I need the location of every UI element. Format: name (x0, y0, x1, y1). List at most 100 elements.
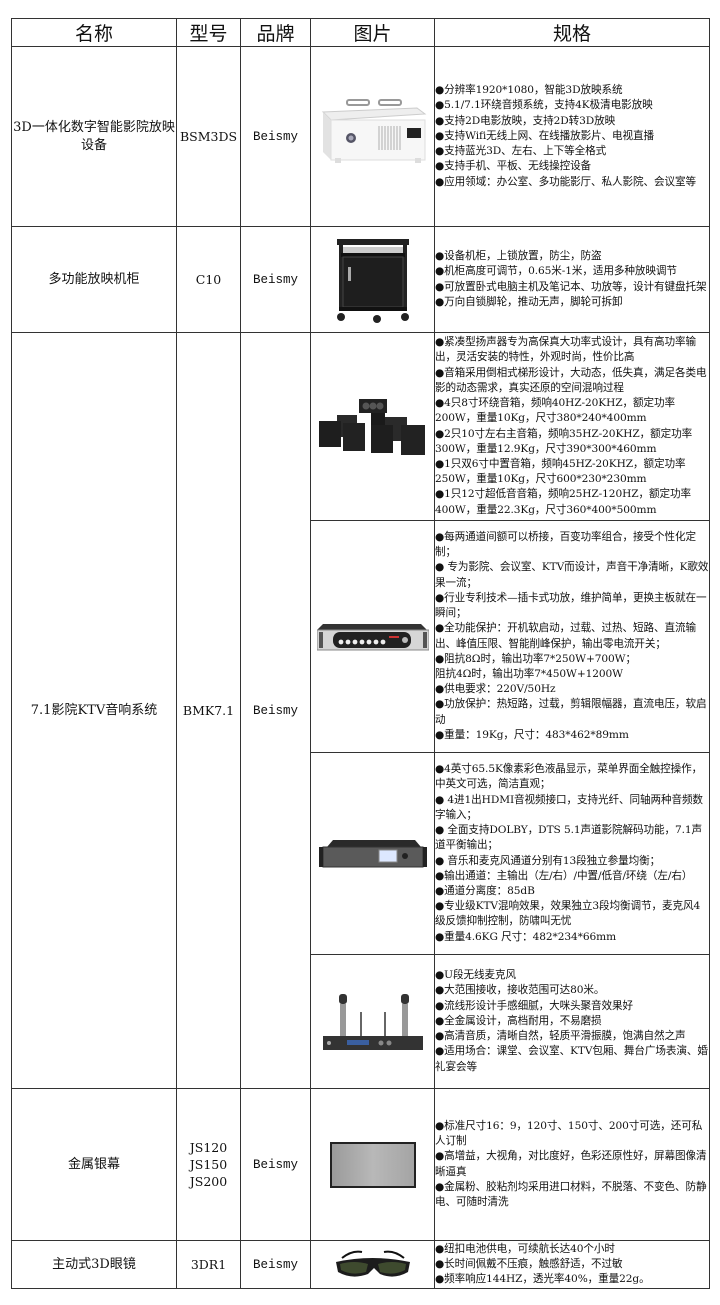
spec-line: ●支持手机、平板、无线操控设备 (435, 160, 592, 173)
product-spec-list: ●4英寸65.5K像素彩色液晶显示，菜单界面全触控操作，中英文可选，简洁直观； … (434, 752, 710, 955)
model-item: JS150 (189, 1157, 228, 1172)
product-image-cell (310, 752, 435, 955)
product-brand: Beismy (240, 1088, 311, 1241)
table-row-audio-speakers: 7.1影院KTV音响系统 BMK7.1 Beismy ●紧凑型扬声器专为高保真大… (11, 332, 710, 1089)
spec-line: ● 4进1出HDMI音视频接口，支持光纤、同轴两种音频数字输入； (435, 793, 703, 821)
spec-line: ●金属粉、胶粘剂均采用进口材料，不脱落、不变色、防静电、可随时清洗 (435, 1180, 707, 1208)
silver-screen-image (329, 1141, 416, 1188)
spec-line: ●4英寸65.5K像素彩色液晶显示，菜单界面全触控操作，中英文可选，简洁直观； (435, 763, 703, 791)
spec-line: ● 音乐和麦克风通道分别有13段独立参量均衡； (435, 854, 661, 867)
spec-line: ●行业专利技术—插卡式功放，维护简单，更换主板就在一瞬间； (435, 591, 707, 620)
spec-line: ●频率响应144HZ，透光率40%，重量22g。 (435, 1273, 650, 1286)
product-spec-list: ●设备机柜，上锁放置，防尘，防盗 ●机柜高度可调节，0.65米-1米，适用多种放… (434, 226, 710, 333)
header-name: 名称 (11, 18, 177, 47)
spec-line: ●重量：19Kg，尺寸：483*462*89mm (435, 728, 629, 741)
model-item: JS200 (189, 1174, 228, 1189)
spec-line: ●万向自锁脚轮，推动无声，脚轮可拆卸 (435, 295, 623, 308)
product-image-cell (310, 520, 435, 753)
spec-line: ●音箱采用倒相式梯形设计，大动态，低失真，满足各类电影的动态需求，真实还原的空间… (435, 366, 707, 394)
product-image-cell (310, 226, 435, 333)
product-model-list: JS120 JS150 JS200 (176, 1088, 241, 1241)
product-name: 金属银幕 (11, 1088, 177, 1241)
spec-line: ●全功能保护：开机软启动，过载、过热、短路、直流输出、峰值压限、智能削峰保护，输… (435, 622, 696, 650)
table-row-audio-amplifier: ●每两通道间额可以桥接，百变功率组合，接受个性化定制； ● 专为影院、会议室、K… (12, 520, 710, 753)
spec-line: ●应用领域：办公室、多功能影厅、私人影院、会议室等 (435, 175, 696, 188)
product-spec-list: ●纽扣电池供电，可续航长达40个小时 ●长时间佩戴不压痕，触感舒适，不过敏 ●频… (434, 1240, 710, 1289)
spec-line: ●输出通道：主输出（左/右）/中置/低音/环绕（左/右） (435, 869, 693, 882)
spec-line: ●支持蓝光3D、左右、上下等全格式 (435, 145, 607, 158)
product-brand: Beismy (240, 332, 311, 1089)
spec-line: ●适用场合：课堂、会议室、KTV包厢、舞台广场表演、婚礼宴会等 (435, 1045, 708, 1073)
spec-line: ●支持Wifi无线上网、在线播放影片、电视直播 (435, 129, 655, 142)
spec-line: ●纽扣电池供电，可续航长达40个小时 (435, 1242, 615, 1255)
spec-line: ●长时间佩戴不压痕，触感舒适，不过敏 (435, 1257, 623, 1270)
model-item: JS120 (189, 1140, 228, 1155)
product-name: 7.1影院KTV音响系统 (11, 332, 177, 1089)
spec-line: ●专业级KTV混响效果，效果独立3段均衡调节，麦克风4级反馈抑制控制，防啸叫无忧 (435, 900, 701, 928)
3d-glasses-image (335, 1250, 410, 1277)
spec-line: ●1只12寸超低音音箱，频响25HZ-120HZ，额定功率400W，重量22.3… (435, 488, 691, 516)
audio-decoder-image (318, 839, 427, 867)
table-row-projector: 3D一体化数字智能影院放映设备 BSM3DS Beismy (11, 46, 710, 227)
spec-line: ●2只10寸左右主音箱，频响35HZ-20KHZ，额定功率300W，重量12.9… (435, 427, 693, 455)
spec-line: ●分辨率1920*1080，智能3D放映系统 (435, 84, 623, 97)
spec-line: ●重量4.6KG 尺寸：482*234*66mm (435, 930, 617, 943)
spec-line: ●可放置卧式电脑主机及笔记本、功放等，设计有键盘托架 (435, 280, 707, 293)
spec-line: ●流线形设计手感细腻，大咪头聚音效果好 (435, 999, 634, 1012)
spec-line: ● 全面支持DOLBY，DTS 5.1声道影院解码功能，7.1声道平衡输出； (435, 824, 703, 852)
spec-line: ●大范围接收，接收范围可达80米。 (435, 984, 605, 997)
header-brand: 品牌 (240, 18, 311, 47)
header-spec: 规格 (434, 18, 710, 47)
product-name: 3D一体化数字智能影院放映设备 (11, 46, 177, 227)
product-model: 3DR1 (176, 1240, 241, 1289)
product-image-cell (310, 1088, 435, 1241)
product-spec-table: 名称 型号 品牌 图片 规格 3D一体化数字智能影院放映设备 BSM3DS Be… (11, 18, 710, 1289)
table-row-screen: 金属银幕 JS120 JS150 JS200 Beismy (11, 1088, 710, 1241)
header-image: 图片 (310, 18, 435, 47)
table-row-cabinet: 多功能放映机柜 C10 Beismy ● (11, 226, 710, 333)
spec-line: ●支持2D电影放映，支持2D转3D放映 (435, 114, 616, 127)
spec-line: ●供电要求：220V/50Hz (435, 683, 556, 696)
product-image-cell (310, 954, 435, 1089)
spec-line: ●高清音质，清晰自然，轻质平滑振膜，饱满自然之声 (435, 1030, 686, 1043)
header-model: 型号 (176, 18, 241, 47)
spec-line: ●4只8寸环绕音箱，频响40HZ-20KHZ，额定功率200W，重量10Kg，尺… (435, 397, 675, 425)
product-model: C10 (176, 226, 241, 333)
table-row-glasses: 主动式3D眼镜 3DR1 Beismy ●纽扣电池供电，可续航长达40个小时 ●… (11, 1240, 710, 1289)
spec-line: ●通道分离度：85dB (435, 884, 535, 897)
spec-line: ●阻抗8Ω时，输出功率7*250W+700W； (435, 652, 636, 665)
product-brand: Beismy (240, 46, 311, 227)
spec-line: ● 专为影院、会议室、KTV而设计，声音干净清晰，K歌效果一流； (435, 561, 709, 589)
product-model: BMK7.1 (176, 332, 241, 1089)
product-spec-list: ●每两通道间额可以桥接，百变功率组合，接受个性化定制； ● 专为影院、会议室、K… (434, 520, 710, 753)
table-row-audio-decoder: ●4英寸65.5K像素彩色液晶显示，菜单界面全触控操作，中英文可选，简洁直观； … (12, 752, 710, 955)
product-model: BSM3DS (176, 46, 241, 227)
spec-line: ●紧凑型扬声器专为高保真大功率式设计，具有高功率输出，灵活安装的特性，外观时尚，… (435, 336, 696, 364)
product-spec-list: ●分辨率1920*1080，智能3D放映系统 ●5.1/7.1环绕音频系统，支持… (434, 46, 710, 227)
product-spec-list: ●标准尺寸16：9，120寸、150寸、200寸可选，还可私人订制 ●高增益，大… (434, 1088, 710, 1241)
product-image-cell (310, 46, 435, 227)
spec-line: ●设备机柜，上锁放置，防尘，防盗 (435, 250, 602, 263)
speaker-set-image (318, 398, 425, 455)
product-spec-list: ●U段无线麦克风 ●大范围接收，接收范围可达80米。 ●流线形设计手感细腻，大咪… (434, 954, 710, 1089)
product-name: 主动式3D眼镜 (11, 1240, 177, 1289)
power-amplifier-image (316, 623, 429, 650)
cabinet-image (336, 238, 409, 323)
spec-line: ●标准尺寸16：9，120寸、150寸、200寸可选，还可私人订制 (435, 1119, 703, 1148)
spec-line: ●U段无线麦克风 (435, 969, 516, 982)
header-row: 名称 型号 品牌 图片 规格 (11, 18, 710, 47)
wireless-microphone-image (322, 993, 423, 1050)
projector-image (321, 98, 426, 163)
product-spec-list: ●紧凑型扬声器专为高保真大功率式设计，具有高功率输出，灵活安装的特性，外观时尚，… (434, 332, 710, 521)
product-image-cell (310, 1240, 435, 1289)
spec-line: ●5.1/7.1环绕音频系统，支持4K极清电影放映 (435, 99, 653, 112)
product-brand: Beismy (240, 226, 311, 333)
spec-line: ●机柜高度可调节，0.65米-1米，适用多种放映调节 (435, 265, 677, 278)
spec-line: ●全金属设计，高档耐用，不易磨损 (435, 1014, 602, 1027)
product-image-cell (310, 332, 435, 521)
product-name: 多功能放映机柜 (11, 226, 177, 333)
spec-line: ●功放保护：热短路，过载，剪辑限幅器，直流电压，软启动 (435, 698, 707, 726)
product-brand: Beismy (240, 1240, 311, 1289)
spec-line: 阻抗4Ω时，输出功率7*450W+1200W (435, 667, 623, 680)
spec-line: ●高增益，大视角，对比度好，色彩还原性好，屏幕图像清晰逼真 (435, 1150, 707, 1178)
